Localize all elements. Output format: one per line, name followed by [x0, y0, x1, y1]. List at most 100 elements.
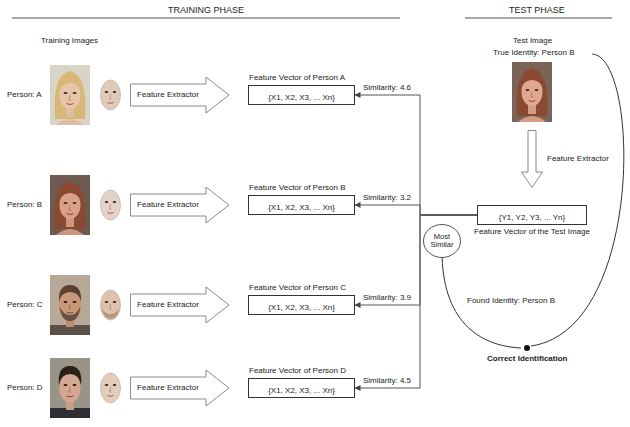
block-arrow-outline	[131, 287, 230, 323]
result-label: Correct Identification	[486, 354, 568, 364]
ellipse-outline	[424, 225, 461, 258]
phase-heading: TEST PHASE	[508, 5, 566, 16]
phase-rule	[465, 17, 612, 18]
block-arrow-outline	[131, 187, 230, 223]
face-crop	[110, 304, 112, 309]
image-label: Test Image	[512, 36, 553, 46]
feature-vector-box: Feature Vector of Person C{X1, X2, X3, .…	[248, 295, 355, 315]
face-photo	[50, 65, 90, 125]
face-photo	[50, 175, 90, 235]
block-arrow-shape	[521, 130, 543, 188]
arrow-label-area: Feature Extractor	[130, 76, 206, 114]
feature-vector-box: Feature Vector of Person D{X1, X2, X3, .…	[248, 378, 355, 398]
similarity-label: Similarity: 4.6	[362, 83, 412, 93]
extractor-arrow: Feature Extractor	[521, 130, 611, 188]
phase-rule	[12, 17, 400, 18]
face-crop	[101, 373, 121, 403]
connector-line	[355, 215, 477, 388]
similarity-label: Similarity: 3.9	[362, 293, 412, 303]
vector-heading: Feature Vector of Person B	[249, 183, 346, 193]
face-crop	[108, 102, 114, 104]
face-crop	[113, 384, 117, 386]
face-crop	[101, 190, 121, 220]
person-label: Person: A	[6, 90, 43, 100]
person-label: Person: D	[6, 383, 44, 393]
face-photo	[67, 104, 74, 105]
vector-heading: Feature Vector of Person A	[249, 73, 345, 83]
vector-values: {X1, X2, X3, ... Xn}	[268, 89, 335, 107]
similarity-label: Similarity: 4.5	[362, 376, 412, 386]
face-crop	[110, 94, 112, 99]
face-photo	[73, 384, 77, 386]
identity-label: True Identity: Person B	[492, 48, 576, 58]
arrow-label: Feature Extractor	[547, 154, 609, 164]
face-photo	[69, 304, 71, 309]
face-crop	[108, 395, 114, 397]
arrow-label: Feature Extractor	[137, 300, 199, 310]
arrow-label-area: Feature Extractor	[130, 369, 206, 407]
face-crop	[101, 80, 121, 110]
face-photo	[56, 229, 84, 235]
block-arrow-outline	[522, 131, 543, 188]
extractor-arrow: Feature Extractor	[130, 369, 230, 407]
feature-vector-box: {Y1, Y2, Y3, ... Yn}Feature Vector of th…	[477, 205, 587, 225]
face-photo	[55, 181, 86, 229]
face-photo	[60, 374, 81, 403]
vector-values: {X1, X2, X3, ... Xn}	[268, 199, 335, 217]
vector-heading: Feature Vector of Person D	[249, 366, 346, 376]
face-photo	[60, 306, 81, 321]
person-label: Person: B	[6, 200, 43, 210]
phase-heading: TRAINING PHASE	[167, 5, 245, 16]
identity-label: Found Identity: Person B	[466, 296, 556, 306]
face-photo	[517, 68, 548, 116]
face-crop	[105, 384, 109, 386]
similarity-label: Similarity: 3.2	[362, 193, 412, 203]
face-crop	[101, 290, 121, 320]
face-crop	[113, 201, 117, 203]
arrow-label: Feature Extractor	[137, 383, 199, 393]
vector-heading: Feature Vector of the Test Image	[474, 227, 590, 237]
face-photo	[73, 301, 77, 303]
vector-heading: Feature Vector of Person C	[249, 283, 346, 293]
arrow-label-area: Feature Extractor	[130, 286, 206, 324]
feature-vector-box: Feature Vector of Person B{X1, X2, X3, .…	[248, 195, 355, 215]
face-photo	[529, 101, 536, 102]
face-photo	[56, 119, 84, 125]
connector-line	[355, 215, 477, 305]
face-photo	[55, 71, 86, 119]
face-photo	[50, 65, 90, 125]
face-photo	[50, 275, 90, 335]
block-arrow-outline	[131, 77, 230, 113]
face-crop	[108, 212, 114, 214]
ellipse-label-area: Most Similar	[423, 224, 461, 258]
face-photo	[526, 89, 530, 91]
section-label: Training Images	[40, 36, 99, 46]
face-photo	[67, 396, 74, 398]
extractor-arrow: Feature Extractor	[130, 76, 230, 114]
face-photo	[69, 387, 71, 392]
arrow-label-area: Feature Extractor	[130, 186, 206, 224]
face-photo	[67, 214, 74, 215]
face-crop	[102, 308, 119, 319]
face-photo	[64, 202, 68, 204]
face-photo	[522, 76, 543, 86]
extractor-arrow: Feature Extractor	[130, 186, 230, 224]
face-photo	[59, 366, 82, 385]
face-photo	[64, 384, 68, 386]
connector-line	[355, 205, 477, 215]
person-label: Person: C	[6, 300, 44, 310]
face-photo	[512, 62, 552, 122]
face-crop	[113, 301, 117, 303]
face-photo	[73, 92, 77, 94]
face-photo	[69, 95, 71, 100]
face-crop	[101, 290, 121, 320]
face-crop	[101, 190, 121, 220]
extractor-arrow: Feature Extractor	[130, 286, 230, 324]
result-dot	[524, 345, 530, 351]
face-photo	[531, 92, 533, 97]
vector-values: {X1, X2, X3, ... Xn}	[268, 299, 335, 317]
arrow-label: Feature Extractor	[137, 90, 199, 100]
face-photo	[512, 62, 552, 122]
face-photo	[59, 285, 81, 302]
face-crop	[101, 373, 121, 403]
